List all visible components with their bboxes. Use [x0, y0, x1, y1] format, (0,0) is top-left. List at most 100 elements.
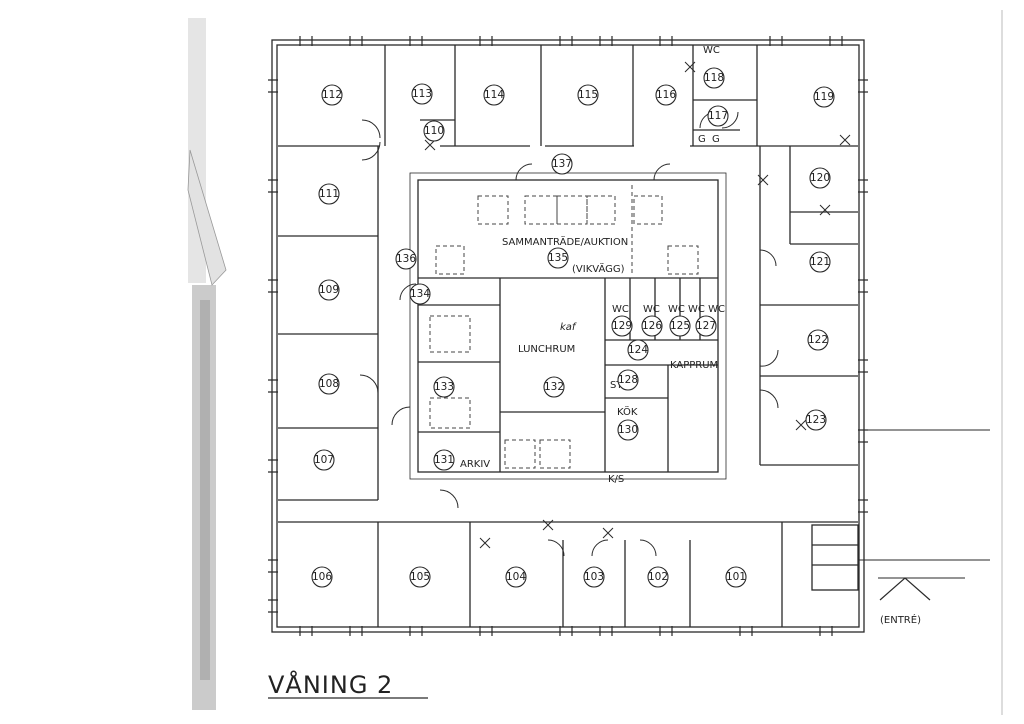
room-number: 103 [584, 571, 604, 583]
room-123: 123 [805, 409, 827, 431]
room-number: 135 [548, 252, 568, 264]
room-circle [311, 566, 333, 588]
room-126: 126 [641, 315, 663, 337]
room-number: 113 [412, 88, 432, 100]
room-number: 118 [704, 72, 724, 84]
room-number: 112 [322, 89, 342, 101]
room-number: 129 [612, 320, 632, 332]
room-circle [433, 449, 455, 471]
room-circle [627, 339, 649, 361]
room-number: 126 [642, 320, 662, 332]
room-125: 125 [669, 315, 691, 337]
furniture-outlines [429, 185, 699, 469]
room-circle [611, 315, 633, 337]
label-meeting: SAMMANTRÄDE/AUKTION [502, 235, 628, 248]
room-110: 110 [423, 120, 445, 142]
x-marks [424, 61, 851, 549]
entrance-triangle [879, 577, 931, 601]
room-130: 130 [617, 419, 639, 441]
room-number: 117 [708, 110, 728, 122]
room-number: 127 [696, 320, 716, 332]
room-circle [669, 315, 691, 337]
room-111: 111 [318, 183, 340, 205]
room-number: 131 [434, 454, 454, 466]
room-134: 134 [409, 283, 431, 305]
room-circle [318, 279, 340, 301]
room-number: 104 [506, 571, 526, 583]
room-circle [318, 373, 340, 395]
room-103: 103 [583, 566, 605, 588]
room-number: 137 [552, 158, 572, 170]
room-number: 107 [314, 454, 334, 466]
room-circle [547, 247, 569, 269]
room-circle [583, 566, 605, 588]
room-114: 114 [483, 84, 505, 106]
room-109: 109 [318, 279, 340, 301]
room-circle [551, 153, 573, 175]
room-124: 124 [627, 339, 649, 361]
room-circle [655, 84, 677, 106]
room-107: 107 [313, 449, 335, 471]
room-number: 122 [808, 334, 828, 346]
scan-edge-shadow [187, 10, 1003, 715]
room-circle [409, 283, 431, 305]
label-g-1: G [698, 134, 706, 145]
label-archive: ARKIV [460, 459, 490, 470]
room-117: 117 [707, 105, 729, 127]
label-ks: K/S [608, 474, 624, 485]
room-128: 128 [617, 369, 639, 391]
room-number: 132 [544, 381, 564, 393]
label-lunch: LUNCHRUM [518, 344, 575, 355]
room-circle [809, 167, 831, 189]
room-circle [395, 248, 417, 270]
room-circle [617, 369, 639, 391]
room-number: 106 [312, 571, 332, 583]
room-circle [725, 566, 747, 588]
room-number: 109 [319, 284, 339, 296]
room-circle [707, 105, 729, 127]
room-circle [809, 251, 831, 273]
room-circle [433, 376, 455, 398]
label-entrance: (ENTRÉ) [880, 613, 921, 626]
room-number: 115 [578, 89, 598, 101]
label-g-2: G [712, 134, 720, 145]
room-number: 128 [618, 374, 638, 386]
room-number: 111 [319, 188, 339, 200]
label-handwritten: kaf [560, 322, 577, 333]
room-circle [695, 315, 717, 337]
room-116: 116 [655, 84, 677, 106]
label-wc-left: WC [612, 304, 629, 315]
room-number: 120 [810, 172, 830, 184]
room-131: 131 [433, 449, 455, 471]
room-112: 112 [321, 84, 343, 106]
room-number: 133 [434, 381, 454, 393]
walls [271, 39, 990, 633]
room-number: 114 [484, 89, 504, 101]
room-circle [577, 84, 599, 106]
room-number: 121 [810, 256, 830, 268]
label-kitchen: KÖK [617, 405, 638, 418]
room-number: 123 [806, 414, 826, 426]
plan-title: VÅNING 2 [268, 670, 393, 699]
room-number: 116 [656, 89, 676, 101]
room-circle [423, 120, 445, 142]
room-number: 124 [628, 344, 648, 356]
room-circle [647, 566, 669, 588]
room-number: 134 [410, 288, 430, 300]
room-number: 102 [648, 571, 668, 583]
room-132: 132 [543, 376, 565, 398]
label-wc: WC [703, 45, 720, 56]
room-circle [505, 566, 527, 588]
room-119: 119 [813, 86, 835, 108]
door-swings [359, 111, 779, 557]
room-circle [703, 67, 725, 89]
room-106: 106 [311, 566, 333, 588]
room-number: 101 [726, 571, 746, 583]
label-folding-wall: (VIKVÄGG) [572, 262, 625, 275]
room-133: 133 [433, 376, 455, 398]
room-circle [409, 566, 431, 588]
room-number: 105 [410, 571, 430, 583]
room-122: 122 [807, 329, 829, 351]
room-number: 110 [424, 125, 444, 137]
label-wc-mid: WC [643, 304, 660, 315]
